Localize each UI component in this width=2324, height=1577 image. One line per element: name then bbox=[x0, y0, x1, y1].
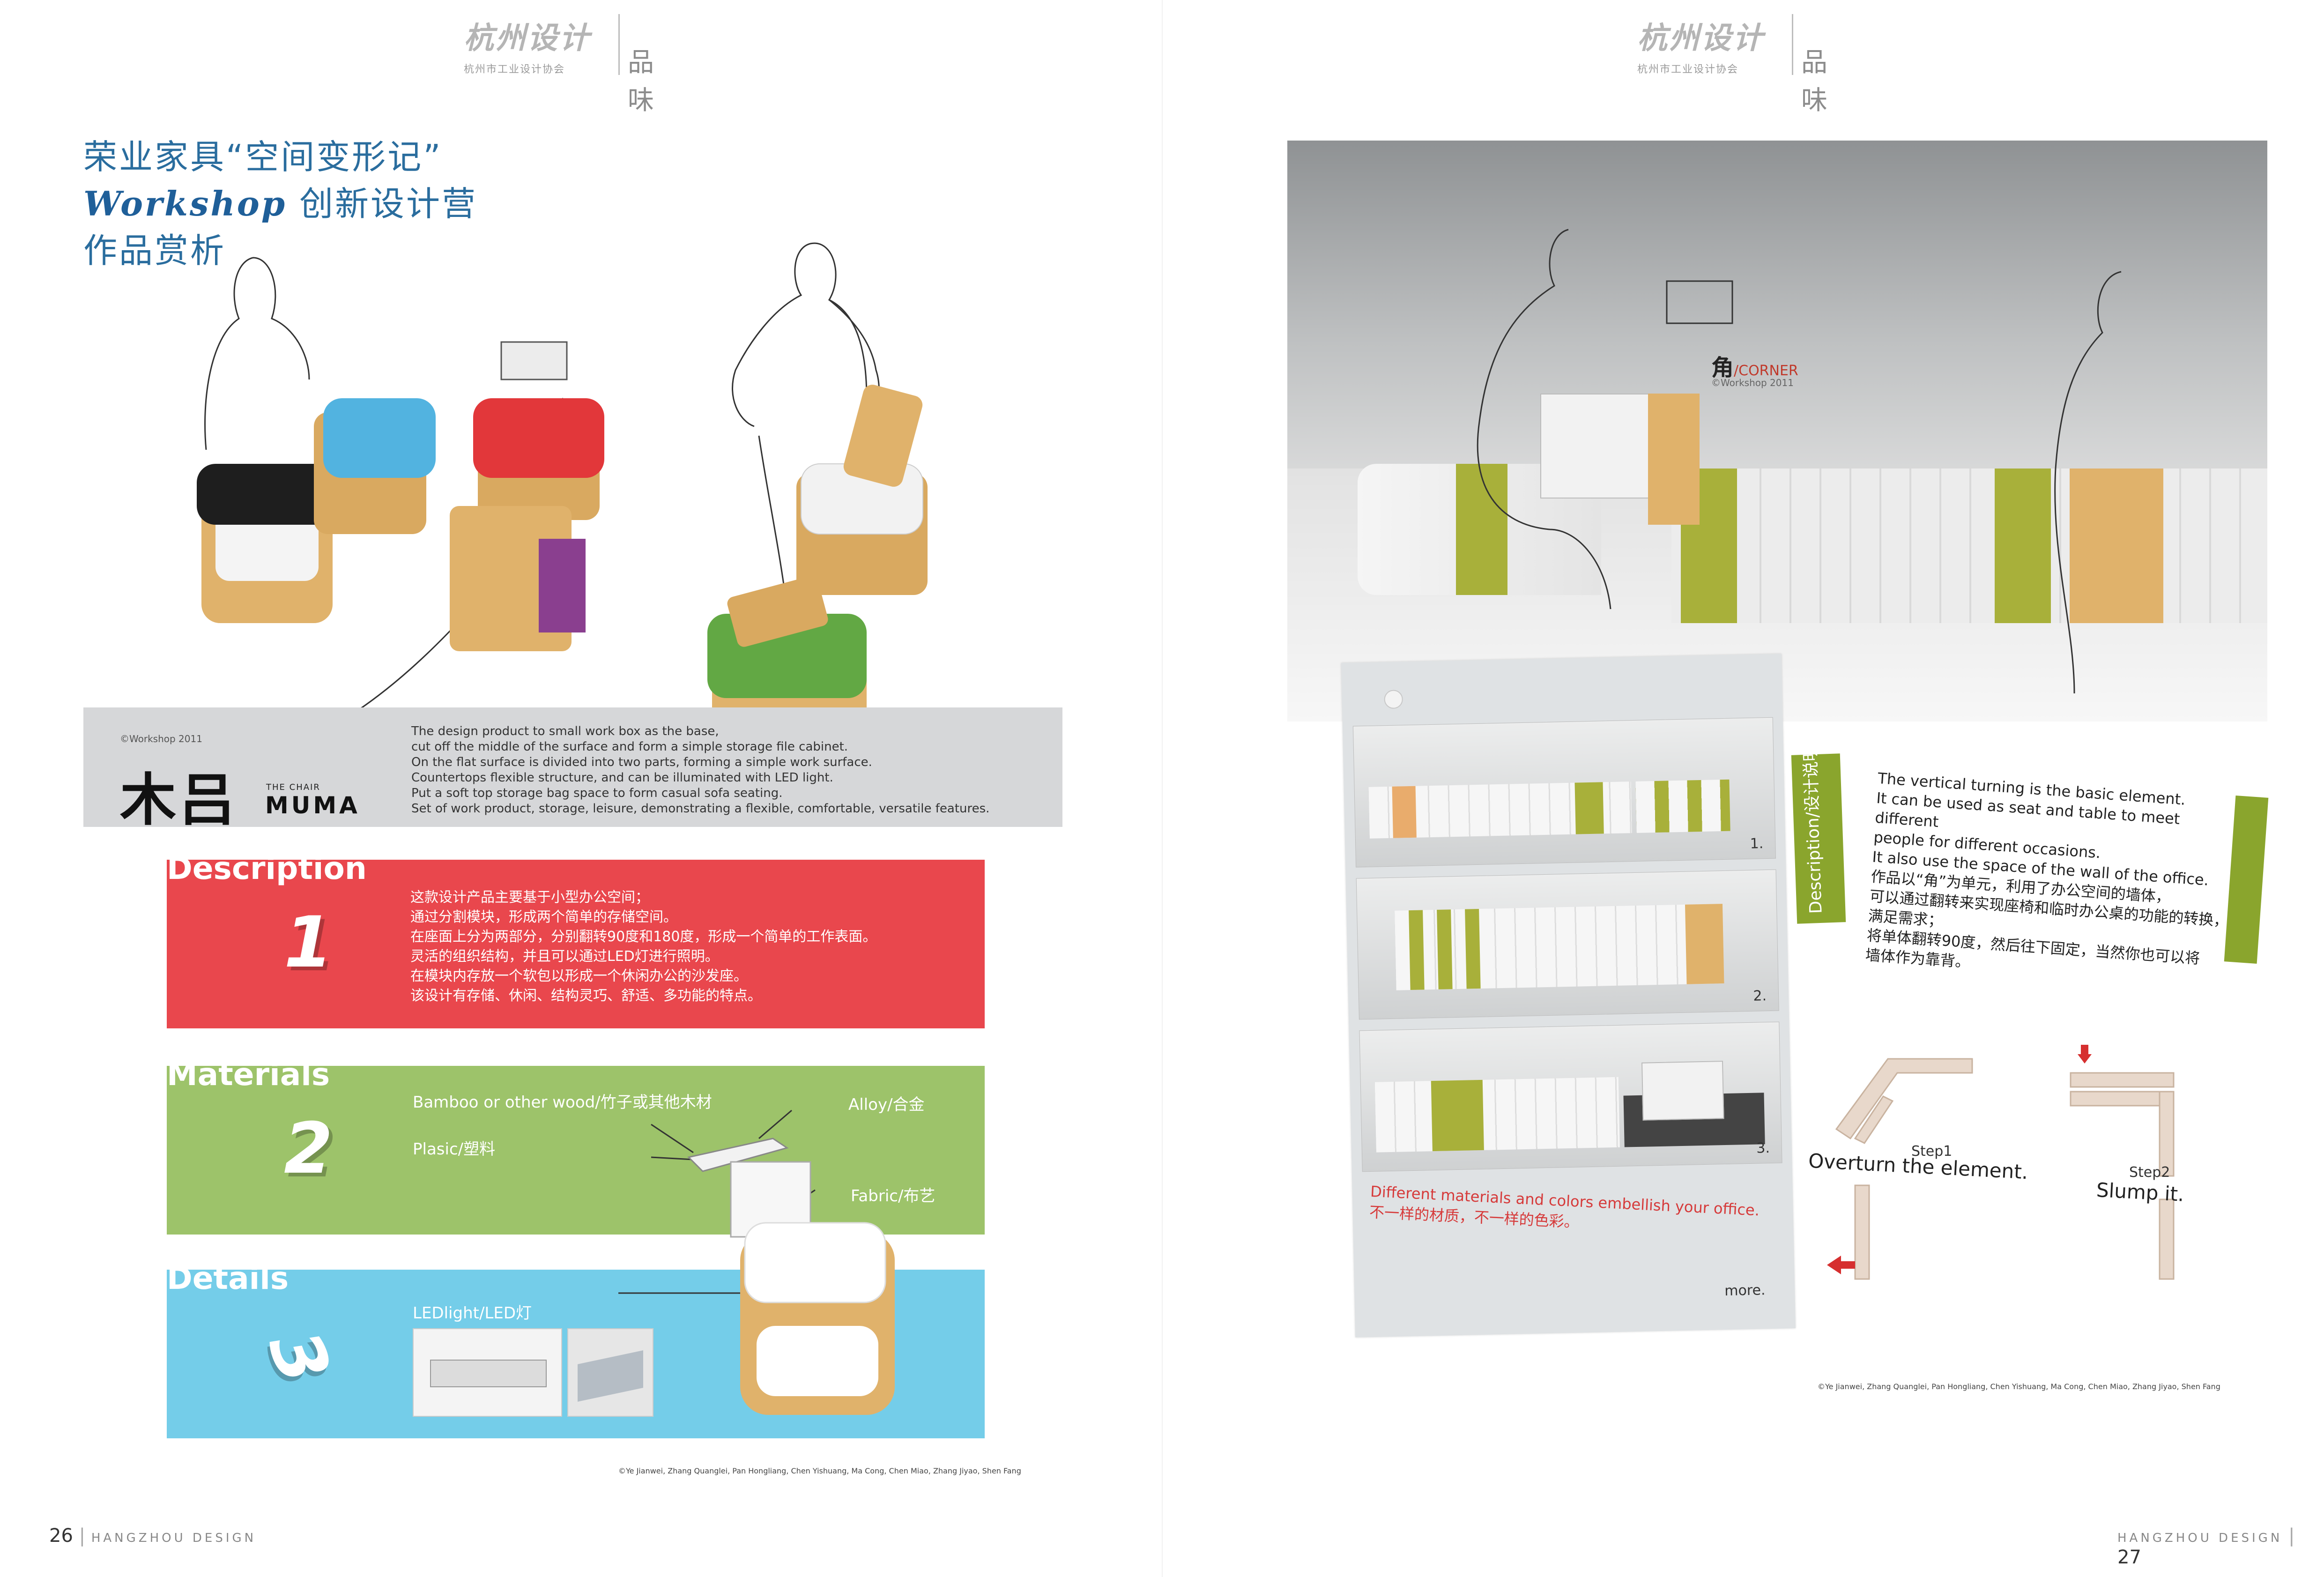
title-line-2-rest: 创新设计营 bbox=[299, 184, 477, 223]
description-line: The design product to small work box as … bbox=[411, 724, 719, 738]
description-block: Description 1 这款设计产品主要基于小型办公空间； 通过分割模块，形… bbox=[167, 850, 985, 1028]
band-copyright: ©Workshop 2011 bbox=[120, 733, 202, 744]
the-chair-label: THE CHAIR bbox=[266, 782, 320, 792]
description-zh-line: 这款设计产品主要基于小型办公空间； bbox=[410, 889, 649, 906]
steps-illustration bbox=[1827, 1045, 2175, 1280]
workshop-wordmark: Workshop bbox=[83, 184, 287, 223]
title-line-2: Workshop 创新设计营 bbox=[83, 180, 477, 227]
step2-label: Step2 bbox=[2129, 1164, 2170, 1181]
step1-label: Step1 bbox=[1911, 1143, 1953, 1160]
description-line: Put a soft top storage bag space to form… bbox=[411, 786, 783, 800]
spread-gutter bbox=[1162, 0, 1163, 1577]
block-number-3: 3 bbox=[252, 1320, 346, 1394]
header-left: 杭州设计 杭州市工业设计协会 品味 bbox=[464, 14, 654, 116]
magazine-logo: 杭州设计 bbox=[1637, 21, 1765, 56]
details-heading: Details bbox=[167, 1260, 289, 1296]
chair-wood-purple bbox=[450, 506, 586, 651]
description-zh: 这款设计产品主要基于小型办公空间； 通过分割模块，形成两个简单的存储空间。 在座… bbox=[410, 888, 876, 1006]
frame-number: 2. bbox=[1753, 988, 1767, 1004]
chair-hero-illustration bbox=[197, 242, 928, 826]
right-description: The vertical turning is the basic elemen… bbox=[1865, 768, 2238, 990]
materials-heading: Materials bbox=[167, 1056, 330, 1093]
step2-element bbox=[2070, 1045, 2175, 1280]
chair-black bbox=[197, 464, 337, 623]
section-label: 品味 bbox=[1801, 47, 1827, 116]
description-zh-line: 通过分割模块，形成两个简单的存储空间。 bbox=[410, 909, 677, 925]
footer-left: 26 | HANGZHOU DESIGN bbox=[49, 1525, 257, 1547]
step2-text: Slump it. bbox=[2095, 1178, 2185, 1206]
frame-1: 1. bbox=[1352, 717, 1776, 868]
page-number-27: 27 bbox=[2117, 1547, 2141, 1568]
credits-left: ©Ye Jianwei, Zhang Quanglei, Pan Honglia… bbox=[618, 1466, 1021, 1475]
footer-label-right: HANGZHOU DESIGN bbox=[2117, 1531, 2283, 1545]
board-caption: Different materials and colors embellish… bbox=[1369, 1183, 1760, 1241]
led-photo-1 bbox=[413, 1328, 562, 1417]
description-tab-label: Description/设计说明 bbox=[1800, 744, 1826, 914]
material-fabric: Fabric/布艺 bbox=[851, 1187, 936, 1205]
product-band: ©Workshop 2011 木吕 THE CHAIR MUMA The des… bbox=[83, 707, 1062, 833]
title-line-3: 作品赏析 bbox=[83, 231, 226, 270]
description-line: cut off the middle of the surface and fo… bbox=[411, 740, 848, 754]
description-zh-line: 灵活的组织结构，并且可以通过LED灯进行照明。 bbox=[410, 948, 719, 965]
block-number-2: 2 bbox=[284, 1108, 333, 1190]
frame-2: 2. bbox=[1356, 869, 1779, 1020]
frame-3: 3. bbox=[1359, 1021, 1782, 1172]
material-alloy: Alloy/合金 bbox=[848, 1095, 925, 1114]
frame-number: 3. bbox=[1756, 1140, 1770, 1157]
led-photo-2 bbox=[567, 1328, 653, 1417]
association-name: 杭州市工业设计协会 bbox=[464, 64, 565, 75]
product-name-zh: 木吕 bbox=[120, 768, 238, 833]
header-right: 杭州设计 杭州市工业设计协会 品味 bbox=[1637, 14, 1827, 116]
description-zh-line: 在座面上分为两部分，分别翻转90度和180度，形成一个简单的工作表面。 bbox=[410, 929, 877, 945]
chair-blue bbox=[314, 398, 436, 534]
corner-title-en: /CORNER bbox=[1734, 363, 1798, 379]
magazine-logo: 杭州设计 bbox=[464, 21, 591, 56]
product-name-en: MUMA bbox=[265, 792, 360, 819]
description-zh-line: 该设计有存储、休闲、结构灵巧、舒适、多功能的特点。 bbox=[410, 988, 762, 1004]
association-name: 杭州市工业设计协会 bbox=[1637, 64, 1739, 75]
frame-number: 1. bbox=[1750, 835, 1764, 852]
description-line: Countertops flexible structure, and can … bbox=[411, 771, 833, 785]
chair-callout-illustration bbox=[618, 1109, 895, 1415]
chair-white bbox=[796, 385, 928, 595]
credits-right: ©Ye Jianwei, Zhang Quanglei, Pan Honglia… bbox=[1818, 1382, 2220, 1391]
corner-title: 角/CORNER bbox=[1711, 349, 1798, 382]
section-label: 品味 bbox=[628, 47, 654, 116]
step1-element bbox=[1827, 1058, 1973, 1280]
more-link[interactable]: more. bbox=[1724, 1282, 1766, 1300]
corner-title-zh: 角 bbox=[1711, 355, 1734, 381]
corner-copyright: ©Workshop 2011 bbox=[1711, 377, 1794, 388]
board-pin bbox=[1384, 690, 1403, 709]
description-zh-line: 在模块内存放一个软包以形成一个休闲办公的沙发座。 bbox=[410, 968, 748, 984]
description-line: Set of work product, storage, leisure, d… bbox=[411, 802, 990, 816]
materials-block: Materials 2 Bamboo or other wood/竹子或其他木材… bbox=[167, 1056, 985, 1235]
detail-led: LEDlight/LED灯 bbox=[413, 1304, 532, 1323]
chair-red bbox=[473, 341, 604, 520]
corner-bench-render: 角/CORNER ©Workshop 2011 bbox=[1287, 141, 2267, 722]
product-description-en: The design product to small work box as … bbox=[411, 724, 1058, 817]
header-divider bbox=[1792, 14, 1793, 75]
step-board: 1. 2. 3. Different materials and colors … bbox=[1341, 654, 1796, 1338]
material-bamboo: Bamboo or other wood/竹子或其他木材 bbox=[413, 1093, 712, 1112]
block-number-1: 1 bbox=[284, 902, 333, 983]
description-tab: Description/设计说明 bbox=[1791, 744, 1846, 924]
header-divider bbox=[618, 14, 620, 75]
description-line: On the flat surface is divided into two … bbox=[411, 755, 872, 769]
title-line-1: 荣业家具“空间变形记” bbox=[83, 137, 443, 177]
page-number-26: 26 bbox=[49, 1525, 73, 1547]
material-plastic: Plasic/塑料 bbox=[413, 1140, 496, 1159]
footer-label-left: HANGZHOU DESIGN bbox=[91, 1531, 257, 1545]
footer-right: HANGZHOU DESIGN | 27 bbox=[2117, 1525, 2295, 1568]
article-title: 荣业家具“空间变形记” Workshop 创新设计营 作品赏析 bbox=[83, 134, 477, 274]
description-heading: Description bbox=[167, 850, 367, 886]
